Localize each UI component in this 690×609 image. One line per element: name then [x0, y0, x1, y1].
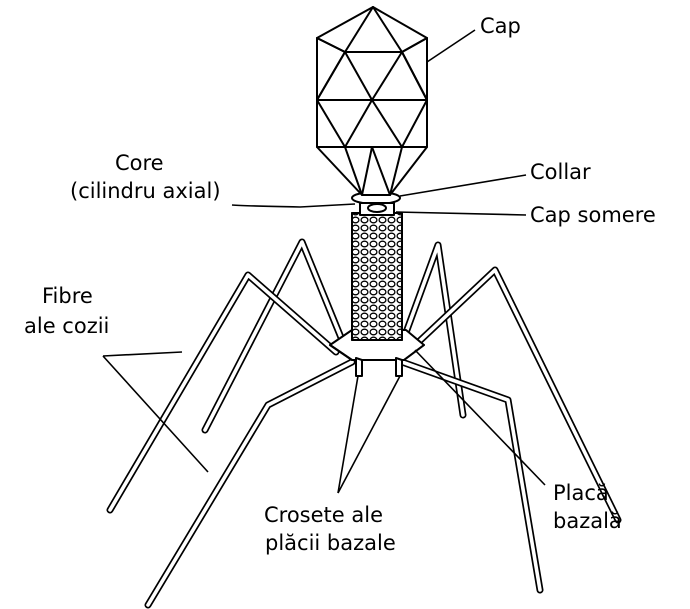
label-collar: Collar	[530, 160, 591, 184]
label-fibre-subtitle: ale cozii	[24, 314, 109, 338]
label-crosete: Crosete ale	[264, 503, 383, 527]
label-crosete-subtitle: plăcii bazale	[265, 531, 396, 555]
label-placa: Placă	[553, 481, 609, 505]
label-placa-subtitle: bazală	[553, 509, 622, 533]
capsid-head	[317, 7, 427, 195]
label-core-subtitle: (cilindru axial)	[70, 179, 221, 203]
cap-somere	[360, 203, 394, 215]
label-cap-somere: Cap somere	[530, 203, 656, 227]
tail-sheath	[352, 213, 402, 340]
base-plate-pin	[356, 358, 362, 376]
label-fibre: Fibre	[42, 284, 93, 308]
base-plate-pin	[396, 358, 402, 376]
label-core: Core	[115, 151, 164, 175]
label-cap: Cap	[480, 14, 521, 38]
